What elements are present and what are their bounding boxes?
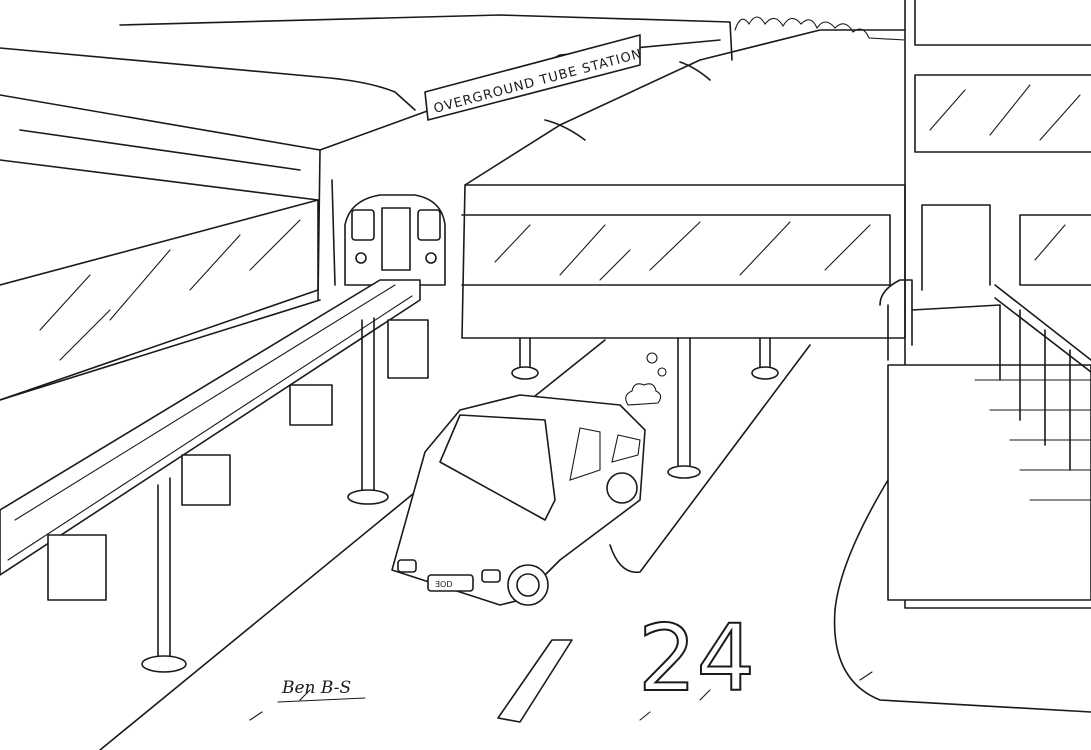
station-sign: OVERGROUND TUBE STATION [424,34,644,121]
right-tower-building [879,0,1091,609]
signature-text: Ben B-S [281,678,351,698]
page-number: 24 [637,604,756,713]
train-carriages [464,29,906,186]
car: ƎOD [391,352,667,606]
artist-signature: Ben B-S [277,678,366,703]
license-plate: ƎOD [435,580,453,589]
overpass-block [461,184,906,479]
tube-train-front [344,194,446,286]
background-trees [734,16,906,41]
page-number-text: 24 [638,605,755,712]
monorail-track [0,279,429,673]
